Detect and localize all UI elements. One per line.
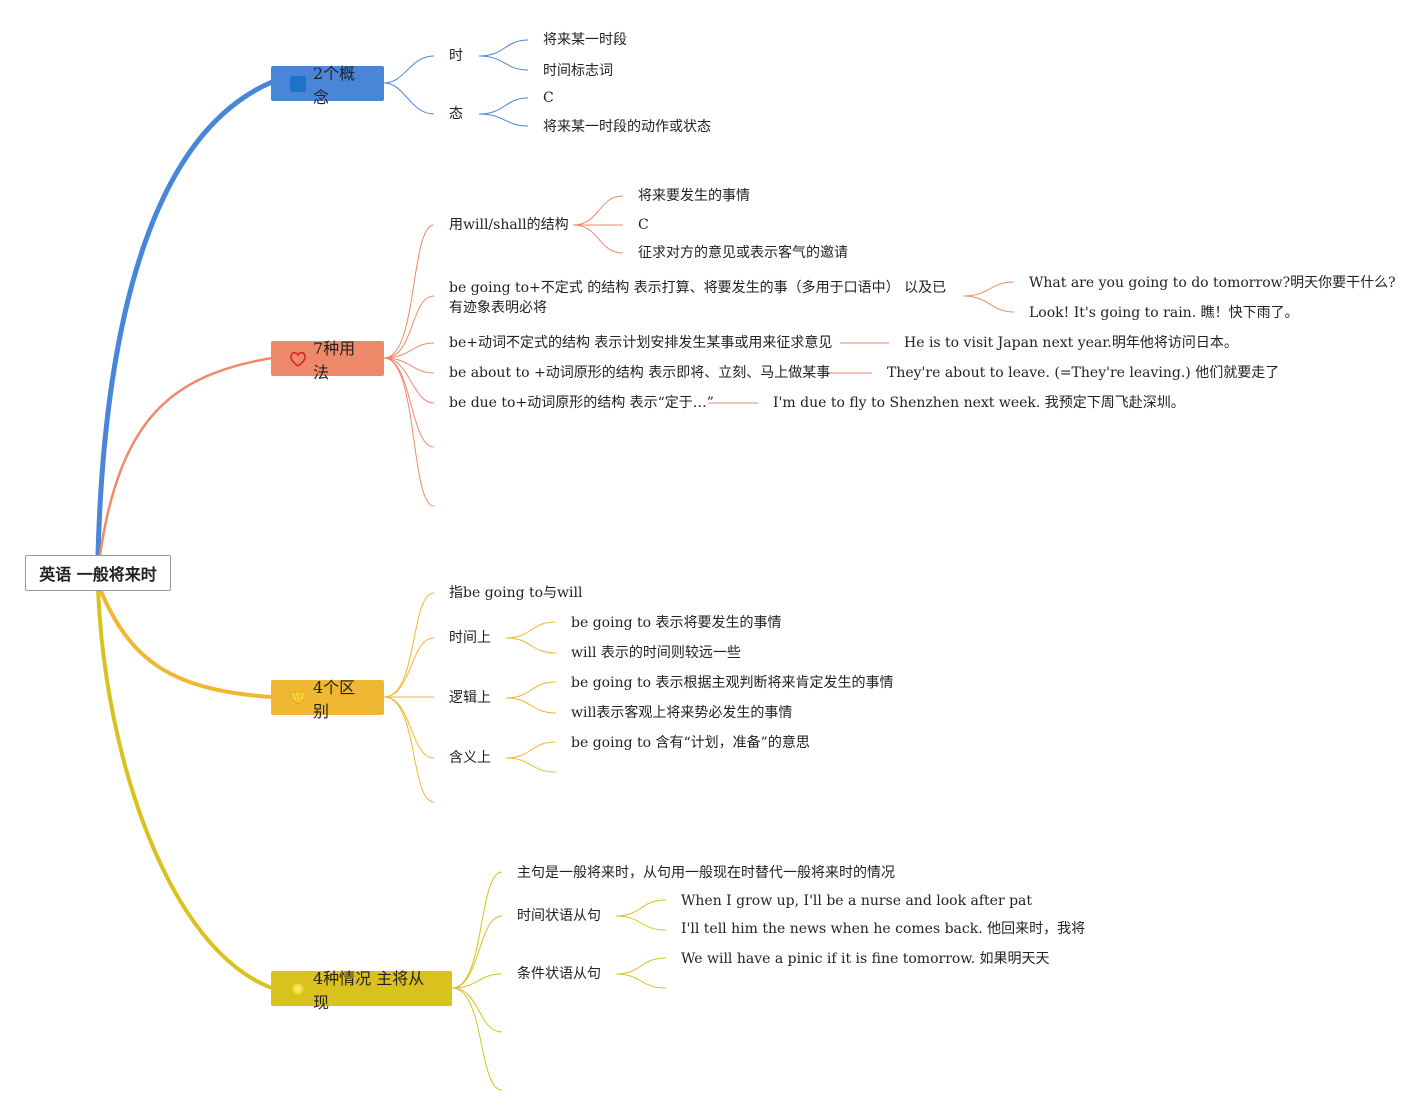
trunk-link-concepts xyxy=(95,79,273,556)
trunk-link-differences xyxy=(98,588,273,699)
situation-links xyxy=(451,871,667,1091)
branch-usages[interactable]: 7种用法 xyxy=(271,339,384,382)
square-icon xyxy=(289,75,307,93)
subtopic[interactable]: 时间标志词 xyxy=(543,63,613,79)
subtopic[interactable]: What are you going to do tomorrow?明天你要干什… xyxy=(1029,275,1396,291)
subtopic[interactable]: be going to 表示将要发生的事情 xyxy=(571,615,782,631)
usage-links xyxy=(383,195,1015,507)
subtopic[interactable]: 将来某一时段的动作或状态 xyxy=(543,119,711,135)
subtopic[interactable]: I'm due to fly to Shenzhen next week. 我预… xyxy=(773,395,1185,411)
subtopic[interactable]: be going to 含有“计划，准备”的意思 xyxy=(571,735,810,751)
topic[interactable]: be due to+动词原形的结构 表示“定于…” xyxy=(449,395,714,411)
subtopic[interactable]: 将来要发生的事情 xyxy=(638,188,750,204)
topic[interactable]: be going to+不定式 的结构 表示打算、将要发生的事（多用于口语中） … xyxy=(449,280,947,316)
sun-icon xyxy=(289,980,307,998)
branch-label: 4个区别 xyxy=(313,677,356,721)
branch-label: 7种用法 xyxy=(313,338,356,382)
topic[interactable]: 主句是一般将来时，从句用一般现在时替代一般将来时的情况 xyxy=(517,865,895,881)
subtopic[interactable]: They're about to leave. (=They're leavin… xyxy=(887,365,1280,381)
subtopic[interactable]: will表示客观上将来势必发生的事情 xyxy=(571,705,793,721)
subtopic[interactable]: Look! It's going to rain. 瞧！快下雨了。 xyxy=(1029,305,1299,321)
subtopic[interactable]: He is to visit Japan next year.明年他将访问日本。 xyxy=(904,335,1238,351)
subtopic[interactable]: be going to 表示根据主观判断将来肯定发生的事情 xyxy=(571,675,894,691)
difference-links xyxy=(383,592,557,803)
subtopic[interactable]: will 表示的时间则较远一些 xyxy=(571,645,741,661)
topic[interactable]: 时 xyxy=(449,48,463,64)
branch-label: 4种情况 主将从现 xyxy=(313,968,425,1012)
topic[interactable]: 态 xyxy=(449,106,463,122)
branch-situations[interactable]: 4种情况 主将从现 xyxy=(271,969,452,1012)
root-topic[interactable]: 英语 一般将来时 xyxy=(25,555,171,591)
topic[interactable]: be+动词不定式的结构 表示计划安排发生某事或用来征求意见 xyxy=(449,335,833,351)
heart-icon xyxy=(289,350,307,368)
topic[interactable]: 时间状语从句 xyxy=(517,908,601,924)
topic[interactable]: 用will/shall的结构 xyxy=(449,217,569,233)
topic[interactable]: 逻辑上 xyxy=(449,690,491,706)
topic[interactable]: 含义上 xyxy=(449,750,491,766)
diamond-icon xyxy=(289,689,307,707)
branch-differences[interactable]: 4个区别 xyxy=(271,678,384,721)
subtopic[interactable]: 征求对方的意见或表示客气的邀请 xyxy=(638,245,848,261)
trunk-link-situations xyxy=(96,588,273,990)
branch-label: 2个概念 xyxy=(313,63,356,107)
subtopic[interactable]: C xyxy=(543,90,554,106)
subtopic[interactable]: I'll tell him the news when he comes bac… xyxy=(681,921,1086,937)
topic[interactable]: be about to +动词原形的结构 表示即将、立刻、马上做某事 xyxy=(449,365,831,381)
subtopic[interactable]: We will have a pinic if it is fine tomor… xyxy=(681,951,1050,967)
branch-concepts[interactable]: 2个概念 xyxy=(271,64,384,107)
subtopic[interactable]: C xyxy=(638,217,649,233)
subtopic[interactable]: When I grow up, I'll be a nurse and look… xyxy=(681,893,1033,909)
topic[interactable]: 时间上 xyxy=(449,630,491,646)
trunk-link-usages xyxy=(98,356,273,556)
subtopic[interactable]: 将来某一时段 xyxy=(543,32,627,48)
topic[interactable]: 指be going to与will xyxy=(449,585,583,601)
concept-links xyxy=(383,39,529,127)
topic[interactable]: 条件状语从句 xyxy=(517,966,601,982)
